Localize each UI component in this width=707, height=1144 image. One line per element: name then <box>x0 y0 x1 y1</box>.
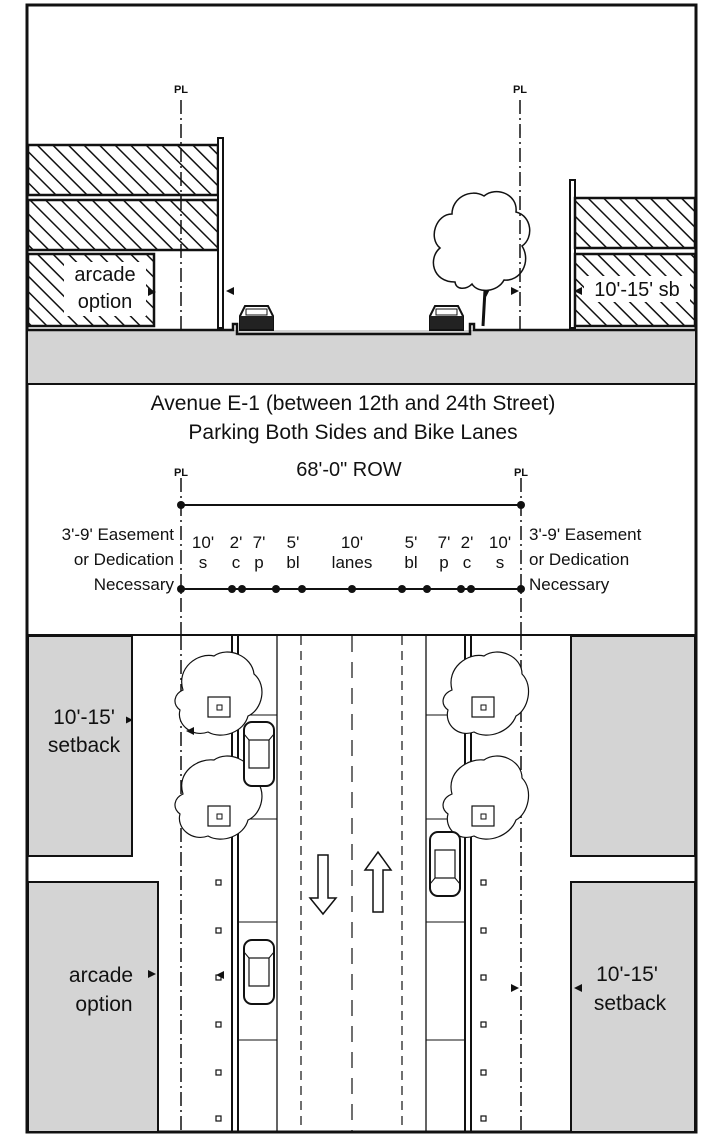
car-icon <box>243 721 275 787</box>
segment-width-label: 2' <box>461 533 474 552</box>
segment-tick <box>457 585 465 593</box>
building-block <box>27 881 159 1133</box>
arrow-right-icon <box>511 984 519 992</box>
arrow-right-icon <box>148 288 156 296</box>
arrow-down-icon <box>308 854 338 916</box>
arrow-left-icon <box>574 984 582 992</box>
left-building <box>26 137 224 329</box>
section-setback-label: 10'-15' sb <box>594 279 679 301</box>
left-easement-line-3: Necessary <box>94 575 175 594</box>
street-light-markers <box>215 879 487 1122</box>
arrow-right-icon <box>511 287 519 295</box>
ground-band <box>28 330 695 384</box>
segment-width-label: 5' <box>405 533 418 552</box>
right-easement-line-1: 3'-9' Easement <box>529 525 642 544</box>
segment-code-label: s <box>199 553 208 572</box>
segment-code-label: bl <box>404 553 417 572</box>
segment-width-label: 2' <box>230 533 243 552</box>
property-line-label: PL <box>513 84 527 96</box>
section-arcade-label-1: arcade <box>74 264 135 286</box>
segment-tick <box>177 585 185 593</box>
right-easement-line-3: Necessary <box>529 575 610 594</box>
segment-tick <box>517 585 525 593</box>
segment-code-label: c <box>232 553 241 572</box>
car-icon <box>429 305 464 331</box>
right-building <box>569 179 697 329</box>
segment-tick <box>348 585 356 593</box>
arrow-left-icon <box>574 287 582 295</box>
plan-setback-label-3: 10'-15' <box>596 963 658 986</box>
segment-code-label: p <box>254 553 263 572</box>
arrow-left-icon <box>226 287 234 295</box>
car-icon <box>243 939 275 1005</box>
segment-tick <box>238 585 246 593</box>
arrow-left-icon <box>186 727 194 735</box>
segment-code-label: bl <box>286 553 299 572</box>
tree-canopy-icon <box>174 651 263 736</box>
segment-width-label: 10' <box>192 533 214 552</box>
arrow-right-icon <box>148 970 156 978</box>
property-line-label: PL <box>514 467 528 479</box>
segment-code-label: lanes <box>332 553 373 572</box>
plan-setback-label-1: 10'-15' <box>53 706 115 729</box>
street-surface <box>28 322 695 336</box>
segment-width-label: 10' <box>489 533 511 552</box>
segment-code-label: c <box>463 553 472 572</box>
segment-tick <box>298 585 306 593</box>
segment-code-label: s <box>496 553 505 572</box>
street-section-elevation: arcade option 10'-15' sb <box>26 84 697 385</box>
diagram-frame <box>25 3 698 1134</box>
left-easement-line-2: or Dedication <box>74 550 174 569</box>
plan-setback-label-2: setback <box>48 734 121 757</box>
diagram-subtitle: Parking Both Sides and Bike Lanes <box>188 421 517 444</box>
segment-tick <box>398 585 406 593</box>
arrow-up-icon <box>363 850 393 913</box>
segment-width-label: 7' <box>438 533 451 552</box>
property-line-label: PL <box>174 84 188 96</box>
segment-tick <box>423 585 431 593</box>
car-icon <box>239 305 274 331</box>
row-width-label: 68'-0" ROW <box>296 459 402 481</box>
segment-ticks <box>177 585 525 593</box>
plan-arcade-label-1: arcade <box>69 964 133 987</box>
arrow-right-icon <box>125 716 133 724</box>
property-line-label: PL <box>174 467 188 479</box>
street-plan-view: 10'-15' setback arcade option 10'-15' se… <box>27 635 696 1133</box>
left-easement-line-1: 3'-9' Easement <box>62 525 175 544</box>
segment-width-label: 10' <box>341 533 363 552</box>
tree-icon <box>432 191 531 327</box>
tree-canopy-icon <box>442 755 530 840</box>
building-block <box>570 635 696 857</box>
building-block <box>570 881 696 1133</box>
segment-code-label: p <box>439 553 448 572</box>
car-icon <box>429 831 461 897</box>
plan-setback-label-4: setback <box>594 992 667 1015</box>
segment-tick <box>272 585 280 593</box>
segment-width-label: 5' <box>287 533 300 552</box>
segment-tick <box>228 585 236 593</box>
tree-canopy-icon <box>174 755 263 840</box>
diagram-title: Avenue E-1 (between 12th and 24th Street… <box>151 392 556 415</box>
right-easement-line-2: or Dedication <box>529 550 629 569</box>
section-arcade-label-2: option <box>78 291 133 313</box>
segment-tick <box>467 585 475 593</box>
segment-width-label: 7' <box>253 533 266 552</box>
arrow-left-icon <box>216 971 224 979</box>
tree-canopy-icon <box>442 651 530 736</box>
plan-arcade-label-2: option <box>75 993 132 1016</box>
